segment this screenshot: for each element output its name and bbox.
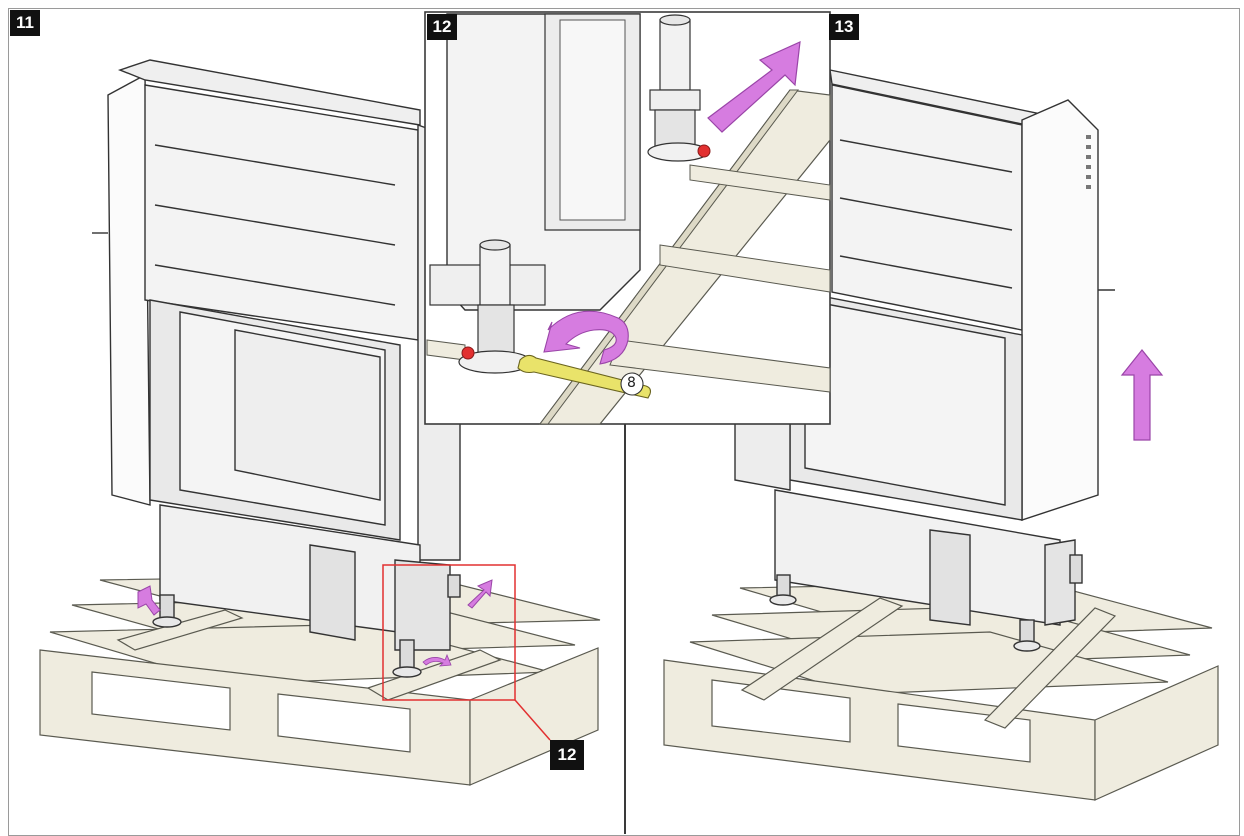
stove-left xyxy=(92,59,461,678)
rotate-arrow-icon xyxy=(543,310,629,365)
wrench-icon xyxy=(517,354,652,399)
panel-12-detail xyxy=(424,11,831,425)
step-badge-12: 12 xyxy=(427,14,457,40)
step-badge-11: 11 xyxy=(10,10,40,36)
stove-right xyxy=(734,69,1115,652)
arrow-icon xyxy=(467,579,493,609)
rotate-arrow-icon xyxy=(422,653,452,667)
callout-badge-12: 12 xyxy=(550,740,584,770)
step-badge-13: 13 xyxy=(829,14,859,40)
lift-arrow-icon xyxy=(1120,349,1164,441)
panel-11-illustration xyxy=(39,59,601,786)
panel-13-illustration xyxy=(663,69,1219,801)
wrench-size-label: 8 xyxy=(627,375,636,391)
arrow-icon xyxy=(137,585,161,616)
panel-divider xyxy=(624,424,626,834)
detail-highlight-box xyxy=(382,564,516,701)
push-arrow-icon xyxy=(707,41,801,133)
